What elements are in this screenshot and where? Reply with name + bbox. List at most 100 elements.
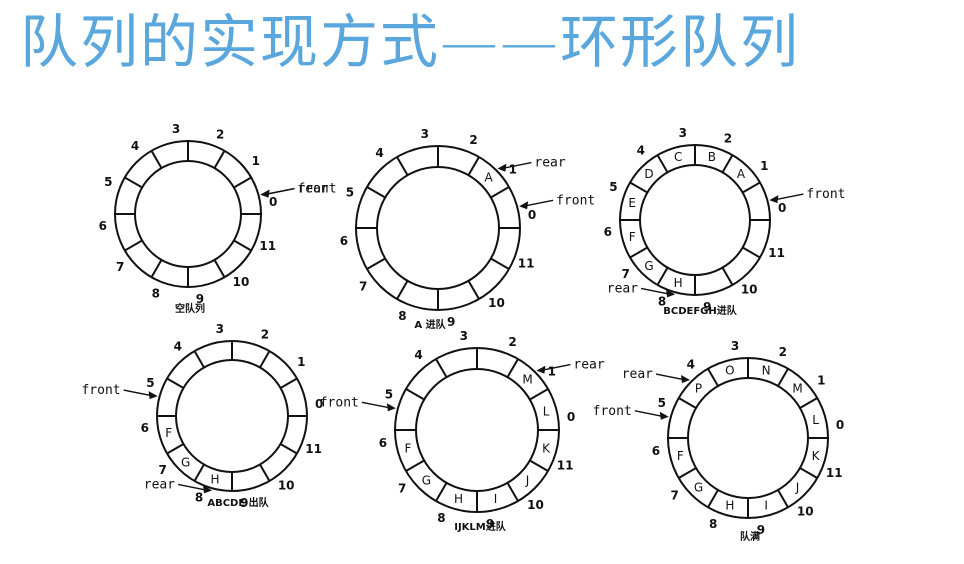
queue-cell-value: L [543, 404, 550, 418]
queue-cell-value: M [792, 382, 802, 396]
rear-pointer-arrowhead [497, 163, 507, 172]
slot-divider [405, 388, 425, 401]
slot-index-label: 0 [269, 195, 277, 209]
slot-index-label: 7 [671, 488, 679, 502]
front-pointer-line [361, 401, 392, 409]
front-pointer-label: front [593, 404, 632, 419]
outer-ring [619, 144, 771, 296]
slot-index-label: 11 [259, 239, 276, 253]
slot-divider [233, 176, 252, 189]
queue-cell-value: O [725, 363, 734, 377]
slot-divider [233, 239, 252, 252]
slot-index-label: 10 [278, 478, 295, 492]
slot-index-label: 0 [315, 397, 323, 411]
slot-index-label: 5 [346, 185, 354, 199]
slot-index-label: 7 [398, 481, 406, 495]
slot-divider [799, 467, 818, 479]
front-pointer-arrowhead [386, 403, 396, 412]
slot-divider [124, 176, 143, 189]
slot-divider [490, 186, 510, 199]
slot-index-label: 8 [152, 287, 160, 301]
slot-divider [777, 368, 789, 387]
slot-index-label: 0 [567, 410, 575, 424]
slot-index-label: 11 [826, 466, 843, 480]
rear-pointer-label: rear [144, 477, 175, 492]
front-pointer-arrowhead [148, 391, 158, 400]
slot-divider [490, 257, 510, 270]
inner-ring [639, 164, 751, 276]
inner-ring [134, 160, 242, 268]
slot-index-label: 4 [131, 139, 139, 153]
front-pointer-label: front [806, 187, 845, 202]
slot-index-label: 9 [486, 517, 494, 531]
front-pointer-label: front [81, 383, 120, 398]
slot-index-label: 7 [359, 279, 367, 293]
slot-index-label: 8 [398, 309, 406, 323]
slot-index-label: 8 [658, 295, 666, 309]
rear-pointer-label: rear [573, 358, 604, 373]
slot-divider [150, 259, 163, 278]
slot-divider [506, 358, 519, 378]
rear-pointer-arrowhead [666, 289, 676, 298]
slot-index-label: 5 [658, 396, 666, 410]
slot-divider [279, 443, 298, 455]
slot-index-label: 1 [548, 365, 556, 379]
slot-divider [166, 377, 185, 389]
slot-index-label: 8 [195, 491, 203, 505]
front-pointer-label: front [320, 395, 359, 410]
slot-index-label: 6 [340, 234, 348, 248]
slot-divider [678, 397, 697, 409]
diagram-caption: A 进队 [414, 318, 446, 331]
rear-pointer-arrowhead [536, 365, 546, 374]
slot-divider [259, 463, 271, 482]
rear-pointer-line [540, 363, 571, 372]
rear-pointer-arrowhead [203, 485, 213, 494]
front-pointer-line [634, 410, 665, 418]
slot-divider [279, 377, 298, 389]
slot-index-label: 4 [414, 348, 422, 362]
slot-index-label: 1 [760, 159, 768, 173]
slot-index-label: 11 [518, 257, 535, 271]
slot-index-label: 0 [528, 208, 536, 222]
inner-ring [415, 368, 539, 492]
slot-divider [166, 443, 185, 455]
slot-index-label: 6 [379, 436, 387, 450]
slot-index-label: 11 [768, 246, 785, 260]
queue-cell-value: E [628, 196, 636, 210]
front-pointer-line [773, 193, 804, 201]
slot-divider [678, 467, 697, 479]
slot-divider [721, 267, 734, 286]
rear-pointer-label: rear [534, 156, 565, 171]
slot-index-label: 6 [141, 421, 149, 435]
slot-divider [777, 489, 789, 508]
front-pointer-label: front [297, 182, 336, 197]
slot-index-label: 7 [116, 260, 124, 274]
slot-index-label: 2 [779, 345, 787, 359]
rear-pointer-arrowhead [681, 375, 691, 384]
slot-index-label: 9 [196, 292, 204, 306]
slot-index-label: 5 [146, 376, 154, 390]
slot-divider [213, 259, 226, 278]
slot-index-label: 2 [469, 133, 477, 147]
queue-cell-value: P [695, 382, 702, 396]
slot-divider [435, 482, 448, 502]
slot-index-label: 0 [778, 201, 786, 215]
queue-cell-value: F [404, 442, 411, 456]
slot-index-label: 2 [724, 131, 732, 145]
front-pointer-arrowhead [769, 195, 779, 204]
outer-ring [394, 347, 560, 513]
inner-ring [175, 359, 289, 473]
queue-cell-value: I [764, 499, 768, 513]
slot-index-label: 3 [679, 126, 687, 140]
slot-index-label: 11 [305, 442, 322, 456]
slot-divider [721, 154, 734, 173]
slot-index-label: 1 [817, 374, 825, 388]
slot-divider [150, 150, 163, 169]
queue-cell-value: H [725, 499, 734, 513]
slot-index-label: 4 [687, 358, 695, 372]
slot-index-label: 10 [797, 504, 814, 518]
